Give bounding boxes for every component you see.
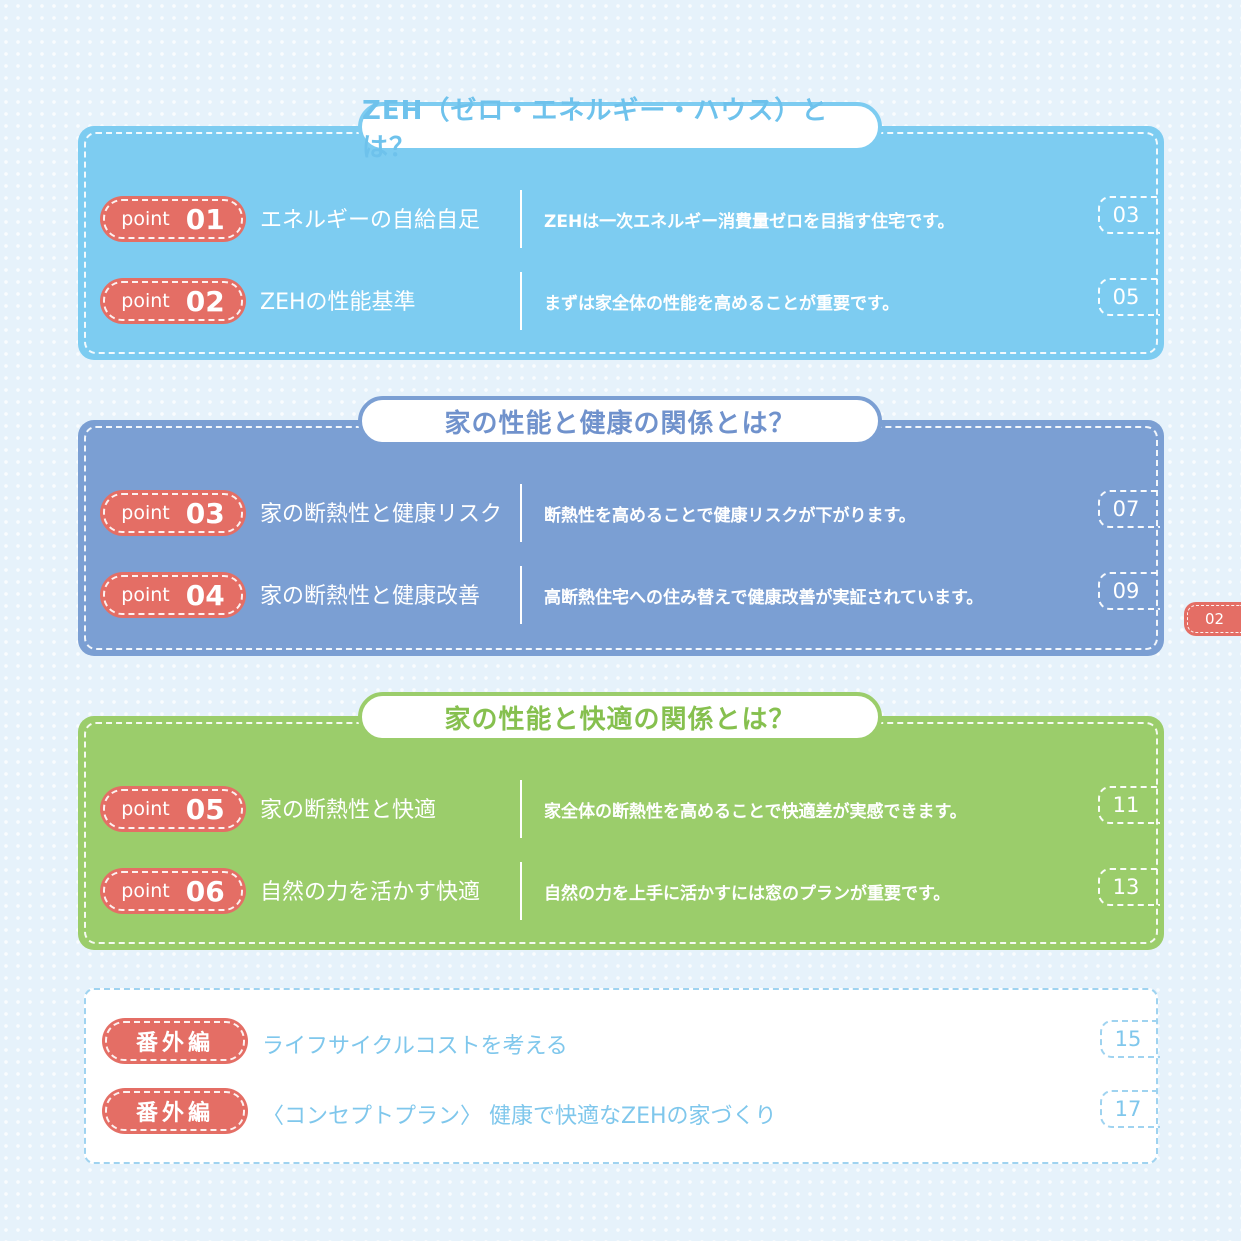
point-badge: point 06	[100, 868, 246, 914]
point-label: point	[121, 880, 170, 902]
section-health: 家の性能と健康の関係とは？ point 03 家の断熱性と健康リスク 断熱性を高め…	[78, 396, 1164, 656]
row-title: 家の断熱性と快適	[260, 798, 437, 823]
row-description: 自然の力を上手に活かすには窓のプランが重要です。	[544, 884, 951, 904]
page-number-tab[interactable]: 09	[1098, 572, 1160, 610]
page-number-tab[interactable]: 11	[1098, 786, 1160, 824]
toc-row-extra-2[interactable]: 番外編 〈コンセプトプラン〉 健康で快適なZEHの家づくり 17	[86, 1088, 1160, 1138]
point-badge: point 01	[100, 196, 246, 242]
divider	[520, 484, 522, 542]
extra-badge-label: 番外編	[105, 1091, 245, 1131]
toc-row-point-04[interactable]: point 04 家の断熱性と健康改善 高断熱住宅への住み替えで健康改善が実証され…	[78, 566, 1164, 626]
extra-badge-label: 番外編	[105, 1021, 245, 1061]
row-description: 高断熱住宅への住み替えで健康改善が実証されています。	[544, 588, 984, 608]
toc-row-point-06[interactable]: point 06 自然の力を活かす快適 自然の力を上手に活かすには窓のプランが重要…	[78, 862, 1164, 922]
row-title: ZEHの性能基準	[260, 290, 416, 315]
point-number: 01	[185, 202, 225, 236]
toc-row-point-03[interactable]: point 03 家の断熱性と健康リスク 断熱性を高めることで健康リスクが下がりま…	[78, 484, 1164, 544]
point-badge: point 03	[100, 490, 246, 536]
section-title: 家の性能と快適の関係とは？	[358, 692, 882, 742]
side-page-number: 02	[1187, 605, 1241, 633]
point-number: 05	[185, 792, 225, 826]
toc-row-point-01[interactable]: point 01 エネルギーの自給自足 ZEHは一次エネルギー消費量ゼロを目指す住…	[78, 190, 1164, 250]
row-title: 家の断熱性と健康リスク	[260, 502, 503, 527]
page-number-tab[interactable]: 05	[1098, 278, 1160, 316]
divider	[520, 780, 522, 838]
point-label: point	[121, 208, 170, 230]
row-description: 家全体の断熱性を高めることで快適差が実感できます。	[544, 802, 967, 822]
divider	[520, 566, 522, 624]
page-number-tab[interactable]: 13	[1098, 868, 1160, 906]
point-label: point	[121, 502, 170, 524]
point-label: point	[121, 584, 170, 606]
row-description: ZEHは一次エネルギー消費量ゼロを目指す住宅です。	[544, 212, 955, 232]
section-zeh: ZEH（ゼロ・エネルギー・ハウス）とは？ point 01 エネルギーの自給自足 …	[78, 96, 1164, 360]
page-number-tab[interactable]: 03	[1098, 196, 1160, 234]
page-number-tab[interactable]: 15	[1100, 1020, 1160, 1058]
extra-badge: 番外編	[102, 1018, 248, 1064]
row-description: まずは家全体の性能を高めることが重要です。	[544, 294, 900, 314]
point-number: 02	[185, 284, 225, 318]
page-number-tab[interactable]: 07	[1098, 490, 1160, 528]
divider	[520, 190, 522, 248]
section-comfort: 家の性能と快適の関係とは？ point 05 家の断熱性と快適 家全体の断熱性を高…	[78, 692, 1164, 950]
point-badge: point 02	[100, 278, 246, 324]
row-title: 自然の力を活かす快適	[260, 880, 481, 905]
point-badge: point 05	[100, 786, 246, 832]
side-page-tab: 02	[1184, 602, 1241, 636]
row-title: エネルギーの自給自足	[260, 208, 481, 233]
section-title: ZEH（ゼロ・エネルギー・ハウス）とは？	[358, 96, 882, 163]
divider	[520, 862, 522, 920]
toc-row-point-02[interactable]: point 02 ZEHの性能基準 まずは家全体の性能を高めることが重要です。 0…	[78, 272, 1164, 332]
point-number: 06	[185, 874, 225, 908]
extra-title: ライフサイクルコストを考える	[262, 1034, 568, 1059]
point-label: point	[121, 290, 170, 312]
toc-row-extra-1[interactable]: 番外編 ライフサイクルコストを考える 15	[86, 1018, 1160, 1068]
page-number-tab[interactable]: 17	[1100, 1090, 1160, 1128]
section-title: 家の性能と健康の関係とは？	[358, 396, 882, 446]
point-number: 03	[185, 496, 225, 530]
extras-box: 番外編 ライフサイクルコストを考える 15 番外編 〈コンセプトプラン〉 健康で…	[84, 988, 1160, 1164]
row-description: 断熱性を高めることで健康リスクが下がります。	[544, 506, 916, 526]
divider	[520, 272, 522, 330]
toc-row-point-05[interactable]: point 05 家の断熱性と快適 家全体の断熱性を高めることで快適差が実感できま…	[78, 780, 1164, 840]
extra-title: 〈コンセプトプラン〉 健康で快適なZEHの家づくり	[262, 1104, 777, 1129]
point-number: 04	[185, 578, 225, 612]
extra-badge: 番外編	[102, 1088, 248, 1134]
point-label: point	[121, 798, 170, 820]
row-title: 家の断熱性と健康改善	[260, 584, 481, 609]
point-badge: point 04	[100, 572, 246, 618]
